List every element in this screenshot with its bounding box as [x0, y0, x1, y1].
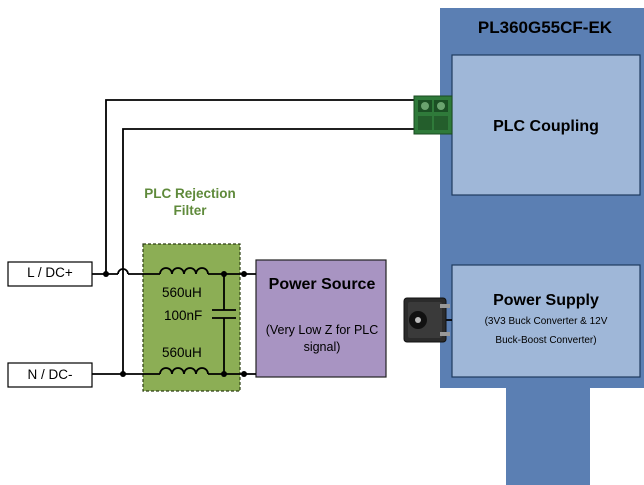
power-source-title: Power Source [268, 276, 376, 293]
inductor-bottom-label: 560uH [162, 345, 202, 360]
inductor-top-label: 560uH [162, 285, 202, 300]
plc-coupling-label: PLC Coupling [493, 118, 599, 135]
junction-dot [221, 271, 227, 277]
terminal-line-box [7, 261, 93, 287]
terminal-block-icon [413, 95, 453, 135]
junction-dot [221, 371, 227, 377]
terminal-line-label: L / DC+ [27, 265, 73, 280]
power-source-box [255, 259, 387, 378]
power-supply-title: Power Supply [493, 292, 599, 309]
plc-coupling-block [451, 54, 641, 196]
power-supply-block [451, 264, 641, 378]
terminal-neutral-label: N / DC- [27, 367, 73, 382]
capacitor-label: 100nF [164, 308, 203, 323]
power-supply-subtitle-line1: (3V3 Buck Converter & 12V [484, 316, 608, 327]
power-supply-subtitle-line2: Buck-Boost Converter) [495, 335, 597, 346]
terminal-neutral-box [7, 362, 93, 388]
junction-dot [241, 371, 247, 377]
junction-dot [103, 271, 109, 277]
dc-barrel-jack-icon [403, 297, 450, 343]
power-source-subtitle: (Very Low Z for PLC signal) [265, 323, 379, 354]
junction-dot [120, 371, 126, 377]
board-title: PL360G55CF-EK [477, 18, 613, 37]
filter-title: PLC Rejection Filter [144, 186, 236, 218]
junction-dot [241, 271, 247, 277]
